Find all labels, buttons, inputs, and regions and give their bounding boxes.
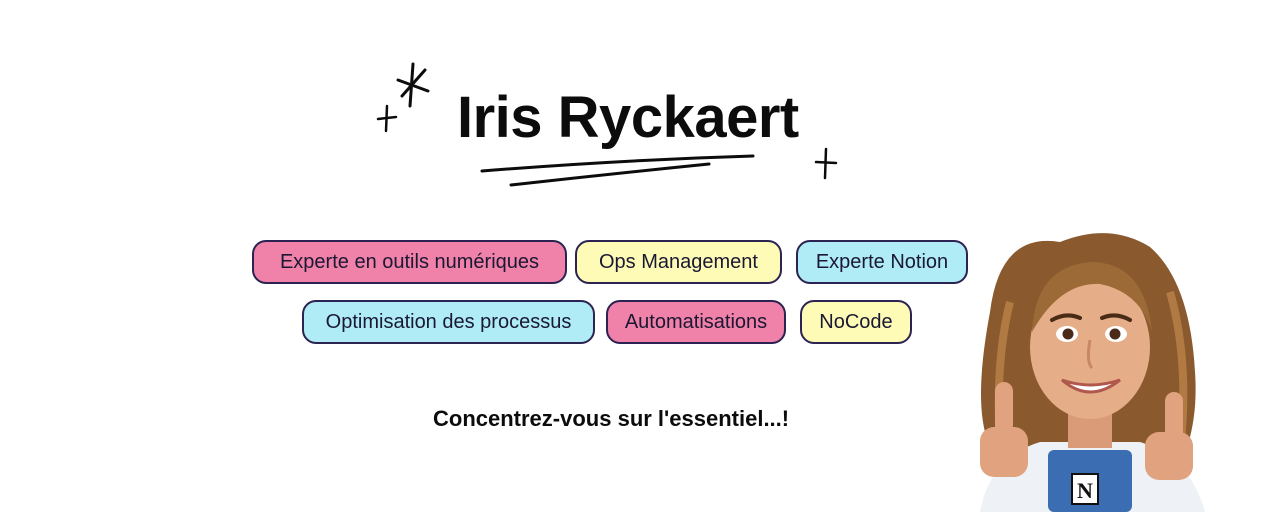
- tag-automations: Automatisations: [606, 300, 786, 344]
- sparkle-small-icon: [376, 104, 398, 133]
- tag-nocode: NoCode: [800, 300, 912, 344]
- tag-digital-tools: Experte en outils numériques: [252, 240, 567, 284]
- avatar-thumbs-up-illustration: N: [980, 233, 1205, 512]
- page-title: Iris Ryckaert: [457, 85, 799, 150]
- notion-badge-letter: N: [1077, 478, 1093, 503]
- sparkle-large-icon: [396, 62, 430, 108]
- thumbs-up-left-icon: [980, 382, 1028, 477]
- title-underline: [480, 154, 755, 187]
- tag-ops-management: Ops Management: [575, 240, 782, 284]
- tag-process-optimisation: Optimisation des processus: [302, 300, 595, 344]
- sparkle-right-icon: [814, 147, 838, 180]
- thumbs-up-right-icon: [1145, 392, 1193, 480]
- tagline: Concentrez-vous sur l'essentiel...!: [433, 406, 790, 431]
- tag-notion-expert: Experte Notion: [796, 240, 968, 284]
